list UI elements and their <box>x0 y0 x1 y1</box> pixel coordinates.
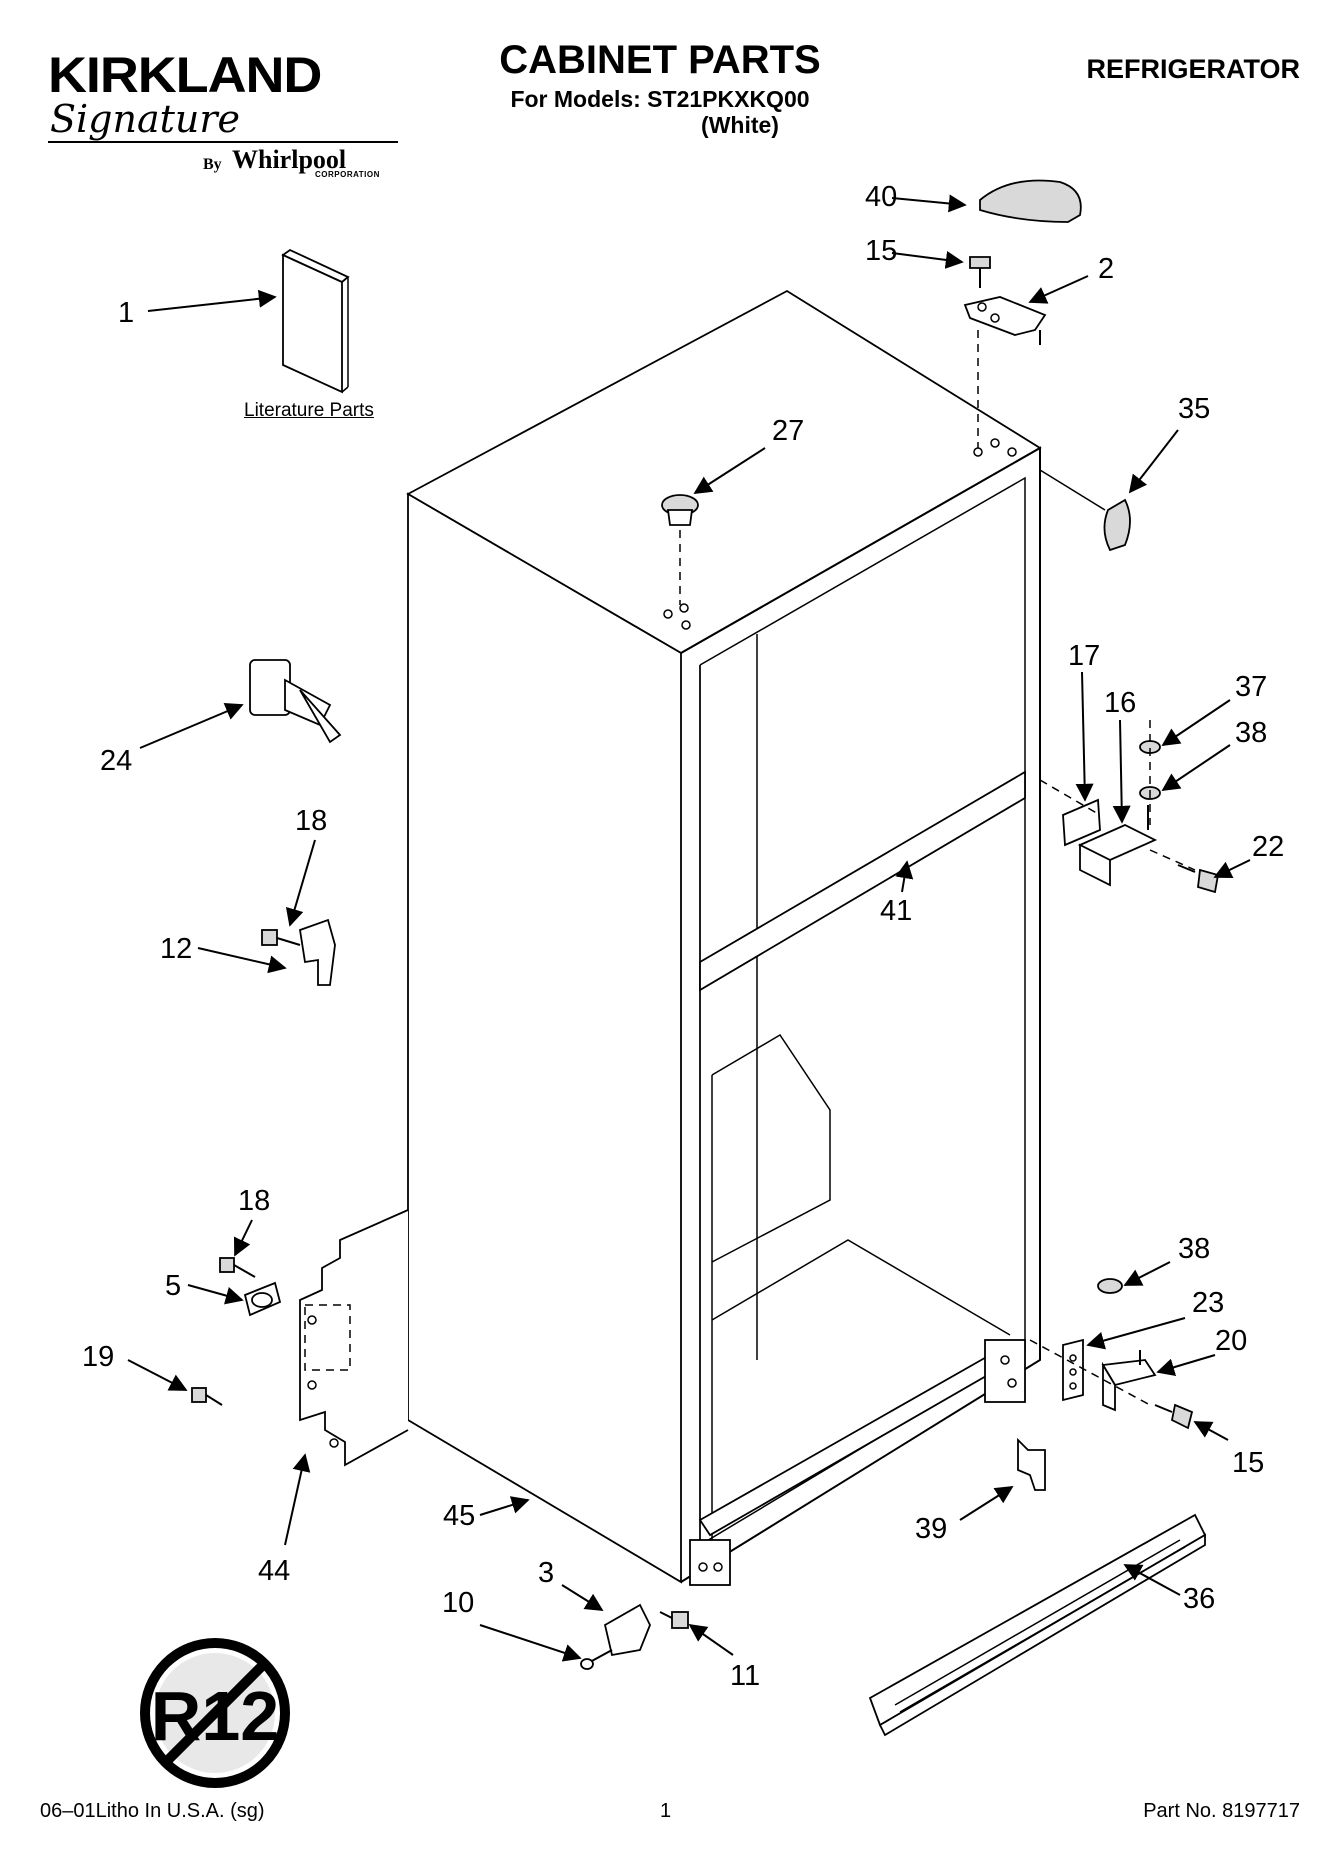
part-2-top-hinge <box>963 296 1047 345</box>
part-35-hinge-pin-cover <box>1103 498 1131 552</box>
refrigerator-cabinet <box>406 289 1042 1586</box>
callout-40-label: 40 <box>865 181 897 213</box>
callout-11-label: 11 <box>730 1660 760 1692</box>
part-3-cam <box>603 1603 651 1657</box>
no-r12-badge: R12 <box>140 1638 290 1788</box>
logo-by-text: By <box>203 156 222 173</box>
part-20-bottom-hinge <box>1101 1350 1157 1412</box>
callout-16-label: 16 <box>1104 687 1136 719</box>
part-36-base-grille <box>868 1513 1207 1737</box>
literature-parts-booklet <box>281 248 350 394</box>
part-24-stop <box>249 659 342 744</box>
leader-dashed-22 <box>1149 849 1196 871</box>
leader-dashed-17 <box>1039 779 1101 816</box>
model-variant: (White) <box>701 112 779 138</box>
callout-38-label: 38 <box>1235 717 1267 749</box>
part-18-screw-upper <box>261 929 301 946</box>
callout-36-label: 36 <box>1183 1583 1215 1615</box>
callout-3-label: 3 <box>538 1557 554 1589</box>
part-18-screw-lower <box>219 1257 256 1278</box>
model-line: For Models: ST21PKXKQ00 <box>510 86 810 112</box>
maker-logo: Whirlpool <box>232 145 347 174</box>
part-12-clip <box>298 918 336 986</box>
part-38-washer-lower <box>1097 1278 1123 1294</box>
part-15-screw-top <box>969 256 991 288</box>
callout-22-label: 22 <box>1252 831 1284 863</box>
callout-18-label: 18 <box>295 805 327 837</box>
part-39-clip <box>1017 1437 1046 1491</box>
callout-39-label: 39 <box>915 1513 947 1545</box>
callout-41-label: 41 <box>880 895 912 927</box>
callout-37-label: 37 <box>1235 671 1267 703</box>
brand-logo-wordmark: KIRKLAND <box>48 47 322 103</box>
callout-45-label: 45 <box>443 1500 475 1532</box>
part-15-screw-lower <box>1154 1403 1194 1430</box>
part-23-shim <box>1062 1338 1084 1402</box>
callout-10-label: 10 <box>442 1587 474 1619</box>
callout-15-label: 15 <box>1232 1447 1264 1479</box>
callout-27-label: 27 <box>772 415 804 447</box>
leader-35-line <box>1039 469 1106 511</box>
part-10-pin <box>580 1649 613 1670</box>
leader-dashed-15b <box>1029 1339 1151 1406</box>
callout-18-label: 18 <box>238 1185 270 1217</box>
callout-17-label: 17 <box>1068 640 1100 672</box>
callout-19-label: 19 <box>82 1341 114 1373</box>
callout-20-label: 20 <box>1215 1325 1247 1357</box>
literature-parts-label: Literature Parts <box>244 400 374 421</box>
part-19-screw <box>191 1387 223 1406</box>
maker-logo-suffix: CORPORATION <box>315 170 380 179</box>
callout-24-label: 24 <box>100 745 132 777</box>
brand-logo-script: Signature <box>50 97 241 141</box>
callout-leaders <box>127 194 1251 1662</box>
callout-23-label: 23 <box>1192 1287 1224 1319</box>
part-number: Part No. 8197717 <box>1143 1800 1300 1822</box>
callout-15-label: 15 <box>865 235 897 267</box>
callout-38-label: 38 <box>1178 1233 1210 1265</box>
part-16-center-hinge <box>1077 805 1158 887</box>
appliance-type: REFRIGERATOR <box>1086 54 1300 84</box>
part-22-screw <box>1177 864 1220 894</box>
part-27-plug-button <box>661 494 699 526</box>
callout-2-label: 2 <box>1098 253 1114 285</box>
callout-1-label: 1 <box>118 297 134 329</box>
page-title: CABINET PARTS <box>499 38 821 82</box>
page-number: 1 <box>660 1800 672 1822</box>
part-44-bracket <box>299 1209 409 1467</box>
callout-5-label: 5 <box>165 1270 181 1302</box>
part-5-clamp <box>243 1281 282 1317</box>
part-17-shim <box>1062 798 1101 847</box>
part-11-screw <box>659 1611 689 1629</box>
logo-divider <box>48 141 398 143</box>
callout-35-label: 35 <box>1178 393 1210 425</box>
callout-12-label: 12 <box>160 933 192 965</box>
callout-44-label: 44 <box>258 1555 290 1587</box>
footer-litho: 06–01Litho In U.S.A. (sg) <box>40 1800 265 1822</box>
part-40-hinge-cover <box>979 179 1082 223</box>
